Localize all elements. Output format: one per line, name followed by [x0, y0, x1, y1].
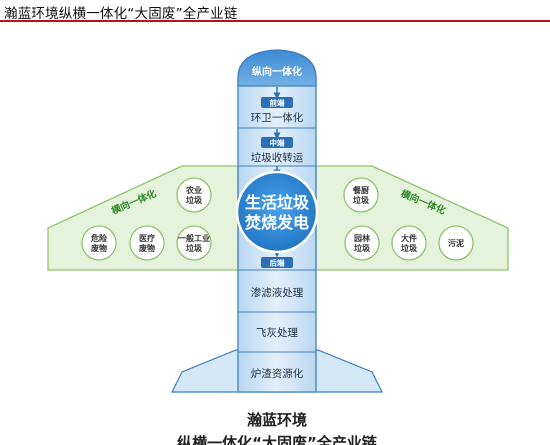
- top-label: 纵向一体化: [252, 65, 302, 78]
- svg-text:园林: 园林: [354, 233, 370, 243]
- svg-text:垃圾: 垃圾: [401, 243, 417, 253]
- fuselage-dividers: [238, 85, 316, 353]
- svg-text:污泥: 污泥: [448, 238, 464, 248]
- right-item-bulky: 大件 垃圾: [391, 225, 427, 261]
- back-item-fly-ash: 飞灰处理: [256, 326, 298, 339]
- title-rule: [0, 20, 550, 22]
- back-tag: [261, 257, 293, 268]
- back-item-leachate: 渗滤液处理: [251, 286, 304, 299]
- footer-line-2: 纵横一体化“大固废”全产业链: [177, 434, 378, 445]
- left-item-industrial: 一般工业 垃圾: [176, 225, 212, 261]
- svg-text:垃圾: 垃圾: [186, 195, 202, 205]
- right-item-sludge: 污泥: [438, 225, 474, 261]
- page-title: 瀚蓝环境纵横一体化“大固废”全产业链: [4, 6, 238, 22]
- middle-tag: [261, 137, 293, 148]
- middle-stage-label: 垃圾收转运: [251, 151, 304, 164]
- svg-text:危险: 危险: [90, 233, 108, 243]
- back-item-slag: 炉渣资源化: [251, 367, 304, 380]
- svg-text:医疗: 医疗: [139, 233, 155, 243]
- left-item-hazardous: 危险 废物: [81, 225, 117, 261]
- svg-text:垃圾: 垃圾: [354, 243, 370, 253]
- core-circle: [235, 170, 319, 254]
- svg-text:餐厨: 餐厨: [352, 185, 369, 195]
- back-tag-label: 后端: [270, 258, 285, 268]
- right-item-garden: 园林 垃圾: [344, 225, 380, 261]
- core-line-1: 生活垃圾: [245, 193, 310, 212]
- svg-text:一般工业: 一般工业: [178, 233, 210, 243]
- svg-text:大件: 大件: [401, 233, 417, 243]
- front-tag-label: 前端: [270, 98, 285, 108]
- svg-text:农业: 农业: [185, 185, 202, 195]
- left-item-medical: 医疗 废物: [129, 225, 165, 261]
- svg-text:垃圾: 垃圾: [353, 195, 369, 205]
- front-tag: [261, 97, 293, 108]
- fuselage-nose: [237, 49, 317, 87]
- svg-text:废物: 废物: [91, 243, 107, 253]
- right-item-kitchen: 餐厨 垃圾: [343, 177, 379, 213]
- middle-tag-label: 中端: [270, 138, 285, 148]
- core-line-2: 焚烧发电: [245, 213, 309, 232]
- svg-text:废物: 废物: [139, 243, 155, 253]
- svg-text:垃圾: 垃圾: [186, 243, 202, 253]
- left-item-agricultural: 农业 垃圾: [176, 177, 212, 213]
- footer-line-1: 瀚蓝环境: [247, 411, 307, 429]
- front-stage-label: 环卫一体化: [251, 111, 304, 124]
